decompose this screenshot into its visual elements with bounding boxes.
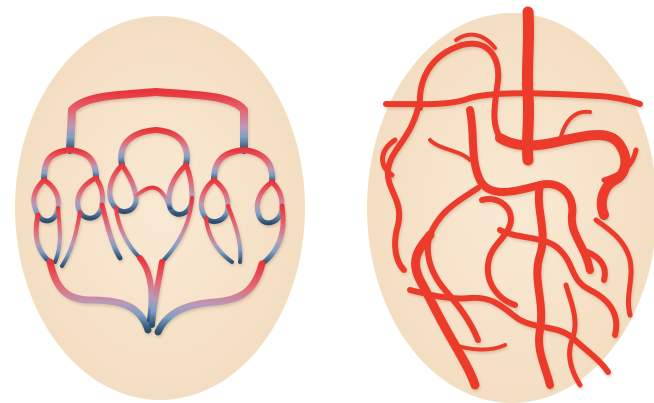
tumor-main-vessel [527, 12, 528, 160]
tumor-vasculature-panel [367, 12, 654, 403]
normal-vasculature-panel [15, 14, 305, 400]
